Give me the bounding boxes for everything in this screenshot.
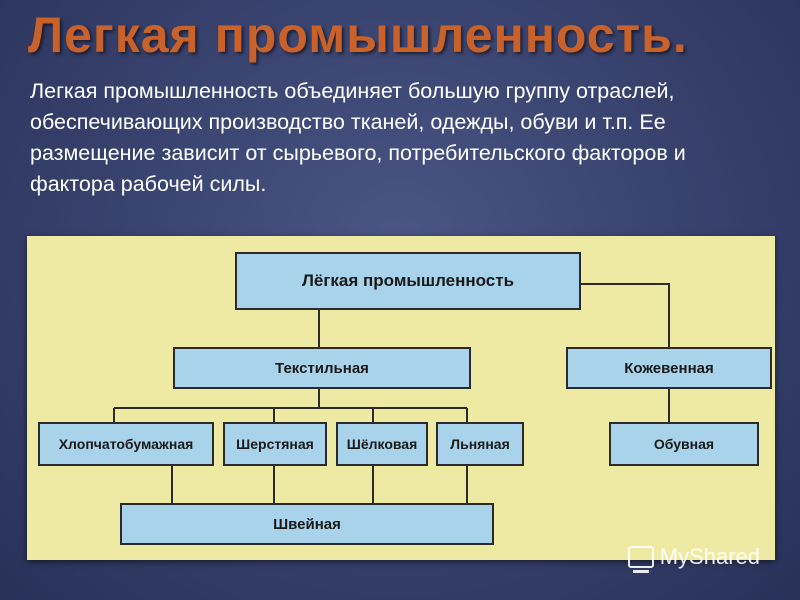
node-sewing: Швейная: [120, 503, 494, 545]
node-cotton: Хлопчатобумажная: [38, 422, 214, 466]
myshared-watermark: MyShared: [627, 544, 760, 573]
node-leather: Кожевенная: [566, 347, 772, 389]
slide-title: Легкая промышленность.: [28, 7, 688, 63]
node-footwear: Обувная: [609, 422, 759, 466]
industry-structure-diagram: Лёгкая промышленность Текстильная Кожеве…: [27, 236, 775, 560]
node-textile: Текстильная: [173, 347, 471, 389]
watermark-text: MyShared: [659, 544, 760, 569]
node-silk: Шёлковая: [336, 422, 428, 466]
node-linen: Льняная: [436, 422, 524, 466]
slide-body-text: Легкая промышленность объединяет большую…: [30, 79, 686, 196]
node-light-industry: Лёгкая промышленность: [235, 252, 581, 310]
presentation-screen-icon: [627, 546, 654, 573]
diagram-connectors: [113, 283, 670, 503]
node-wool: Шерстяная: [223, 422, 327, 466]
